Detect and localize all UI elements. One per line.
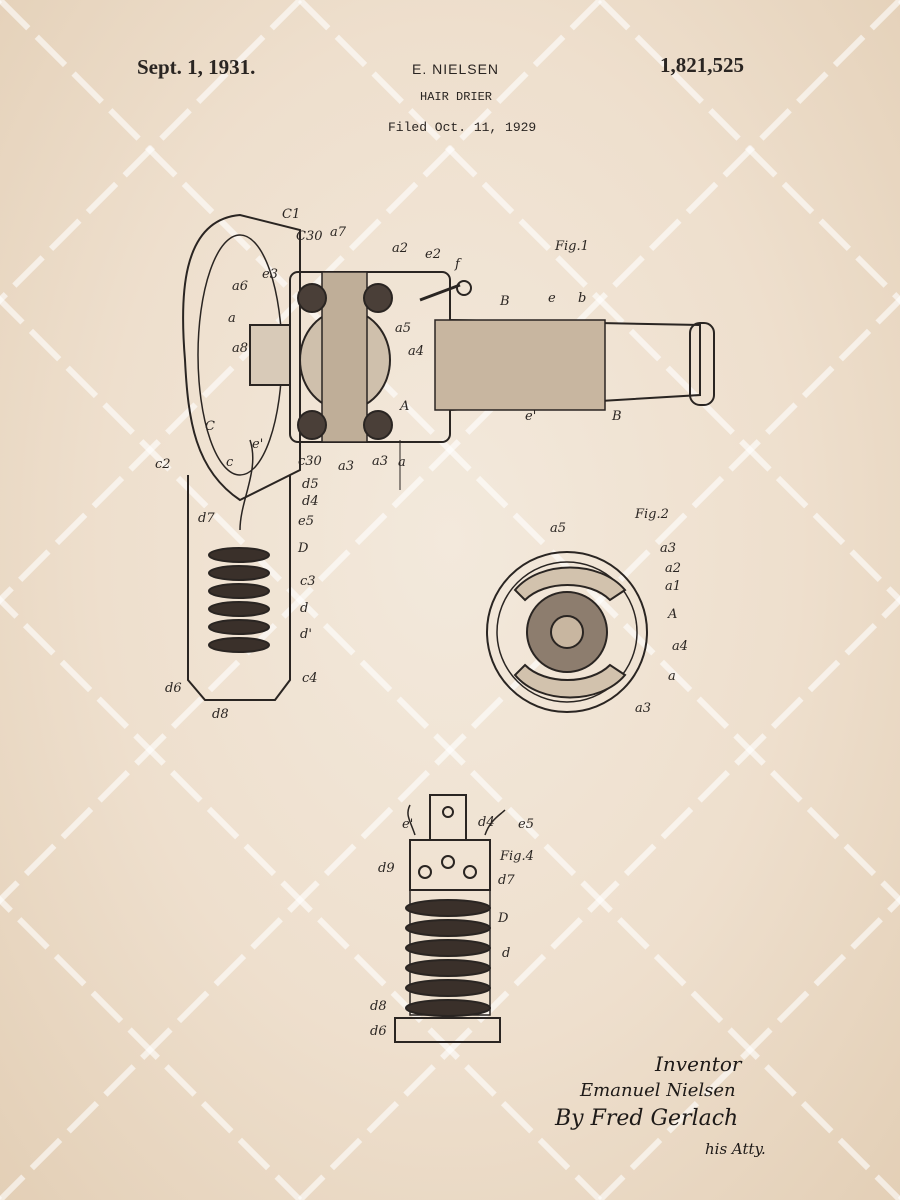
watermark-line <box>0 0 600 1200</box>
reference-label: f <box>454 257 462 272</box>
reference-label: C <box>205 419 215 434</box>
watermark-line <box>597 0 900 305</box>
reference-label: d6 <box>370 1024 387 1039</box>
reference-label: D <box>297 541 309 556</box>
reference-label: d4 <box>302 494 319 509</box>
reference-label: a3 <box>635 701 651 716</box>
reference-label: e5 <box>518 817 534 832</box>
fig2-cross-section <box>486 551 648 713</box>
reference-label: a3 <box>660 541 676 556</box>
fig4-label: Fig.4 <box>499 849 534 864</box>
filed-date: Filed Oct. 11, 1929 <box>388 120 537 135</box>
reference-label: e5 <box>298 514 314 529</box>
watermark-line <box>0 0 600 1200</box>
reference-label: a5 <box>395 321 411 336</box>
reference-label: d9 <box>378 861 395 876</box>
reference-label: e2 <box>425 247 441 262</box>
reference-label: a7 <box>330 225 347 240</box>
reference-label: a3 <box>338 459 354 474</box>
attorney-suffix: his Atty. <box>705 1140 766 1158</box>
reference-label: a2 <box>665 561 681 576</box>
reference-label: c <box>226 455 234 470</box>
reference-label: a6 <box>232 279 248 294</box>
reference-label: D <box>497 911 509 926</box>
reference-label: e <box>548 291 556 306</box>
reference-label: e3 <box>262 267 278 282</box>
reference-label: d8 <box>212 707 229 722</box>
reference-label: d <box>502 946 510 961</box>
reference-label: e' <box>525 409 536 424</box>
reference-label: d7 <box>198 511 215 526</box>
watermark-line <box>297 595 900 1200</box>
patent-title: HAIR DRIER <box>420 90 493 104</box>
reference-label: a1 <box>665 579 681 594</box>
reference-label: c2 <box>155 457 171 472</box>
reference-label: B <box>499 294 510 309</box>
reference-label: d5 <box>302 477 319 492</box>
inventor-signature: Emanuel Nielsen <box>580 1080 736 1101</box>
reference-label: a4 <box>672 639 688 654</box>
attorney-signature: By Fred Gerlach <box>555 1106 739 1131</box>
reference-label: d7 <box>498 873 515 888</box>
reference-label: d' <box>300 627 312 642</box>
reference-label: d4 <box>478 815 495 830</box>
reference-label: d6 <box>165 681 182 696</box>
watermark-line <box>0 895 303 1200</box>
watermark-line <box>597 895 900 1200</box>
reference-label: a5 <box>550 521 566 536</box>
reference-label: a <box>668 669 676 684</box>
reference-label: a8 <box>232 341 248 356</box>
reference-label: a <box>228 311 236 326</box>
fig2-label: Fig.2 <box>634 507 669 522</box>
reference-label: e' <box>252 437 263 452</box>
reference-label: a <box>398 455 406 470</box>
inventor-name: E. NIELSEN <box>412 61 500 77</box>
fig1-hair-dryer <box>182 213 715 701</box>
fig1-heating-coil <box>208 547 270 653</box>
watermark-line <box>0 0 303 305</box>
inventor-label: Inventor <box>655 1052 742 1076</box>
reference-label: d <box>300 601 308 616</box>
reference-label: c3 <box>300 574 316 589</box>
reference-label: B <box>611 409 622 424</box>
reference-label: a2 <box>392 241 408 256</box>
reference-label: a4 <box>408 344 424 359</box>
reference-label: A <box>399 399 409 414</box>
reference-label: c4 <box>302 671 318 686</box>
watermark-line <box>297 0 900 605</box>
patent-date: Sept. 1, 1931. <box>137 55 256 79</box>
reference-label: C1 <box>282 207 300 222</box>
reference-label: b <box>578 291 586 306</box>
fig4-heating-element <box>394 794 506 1043</box>
patent-number: 1,821,525 <box>660 53 744 77</box>
fig1-label: Fig.1 <box>554 239 589 254</box>
reference-label: a3 <box>372 454 388 469</box>
reference-label: e' <box>402 817 413 832</box>
reference-label: C30 <box>296 229 323 244</box>
reference-label: c30 <box>298 454 322 469</box>
reference-label: d8 <box>370 999 387 1014</box>
reference-label: A <box>667 607 677 622</box>
